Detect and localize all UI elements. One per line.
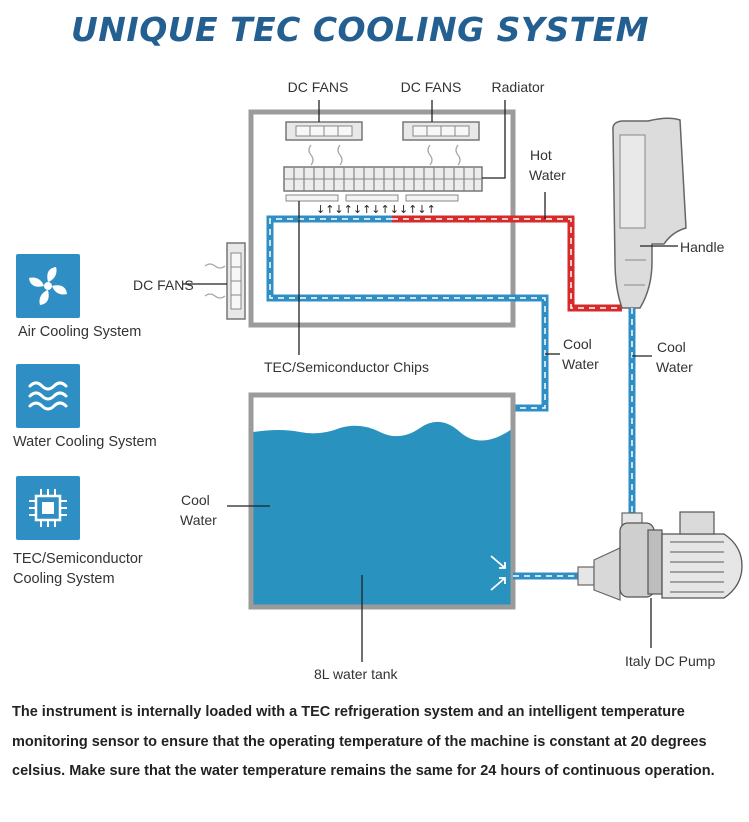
- label-cool-water-b2: Water: [656, 359, 693, 375]
- tec-cooling-label-line2: Cooling System: [13, 571, 115, 587]
- dc-fan-left: [285, 121, 363, 166]
- handpiece: [612, 117, 687, 309]
- water-waves-icon: [28, 381, 68, 411]
- description-text: The instrument is internally loaded with…: [12, 704, 715, 779]
- tec-cooling-label-line1: TEC/Semiconductor: [13, 551, 143, 567]
- dc-fan-side: [204, 242, 246, 320]
- label-dc-fans-right: DC FANS: [401, 79, 462, 95]
- label-cool-water-a2: Water: [562, 356, 599, 372]
- water-tank: [248, 392, 516, 610]
- label-cool-water-tank1: Cool: [181, 492, 210, 508]
- leader-radiator: [482, 100, 506, 179]
- tec-chips: [285, 194, 459, 202]
- label-dc-fans-side: DC FANS: [133, 277, 194, 293]
- chip-icon: [29, 489, 67, 527]
- air-cooling-label: Air Cooling System: [18, 324, 142, 340]
- label-tank: 8L water tank: [314, 666, 399, 682]
- hot-pipe: [392, 215, 622, 312]
- label-cool-water-a1: Cool: [563, 336, 592, 352]
- dc-pump: [577, 511, 743, 601]
- label-handle: Handle: [680, 239, 725, 255]
- air-cooling-tile: [16, 254, 80, 318]
- cool-pipe-internal: [266, 215, 549, 412]
- tank-outlet-arrows: [490, 555, 506, 591]
- label-tec-chips: TEC/Semiconductor Chips: [264, 359, 429, 375]
- label-hot-water-2: Water: [529, 167, 566, 183]
- page-title: UNIQUE TEC COOLING SYSTEM: [71, 10, 649, 49]
- label-dc-fans-left: DC FANS: [288, 79, 349, 95]
- tec-cooling-tile: [16, 476, 80, 540]
- label-radiator: Radiator: [492, 79, 545, 95]
- label-pump: Italy DC Pump: [625, 653, 715, 669]
- label-cool-water-b1: Cool: [657, 339, 686, 355]
- fan-icon: [29, 267, 67, 305]
- heat-flow-arrows: ↓↑↓↑↓↑↓↑↓↓↑↓↑: [316, 203, 436, 216]
- dc-fan-right: [402, 121, 480, 166]
- tank-water: [253, 421, 511, 605]
- water-cooling-label: Water Cooling System: [13, 434, 157, 450]
- radiator: [283, 166, 483, 192]
- water-cooling-tile: [16, 364, 80, 428]
- label-hot-water-1: Hot: [530, 147, 552, 163]
- label-cool-water-tank2: Water: [180, 512, 217, 528]
